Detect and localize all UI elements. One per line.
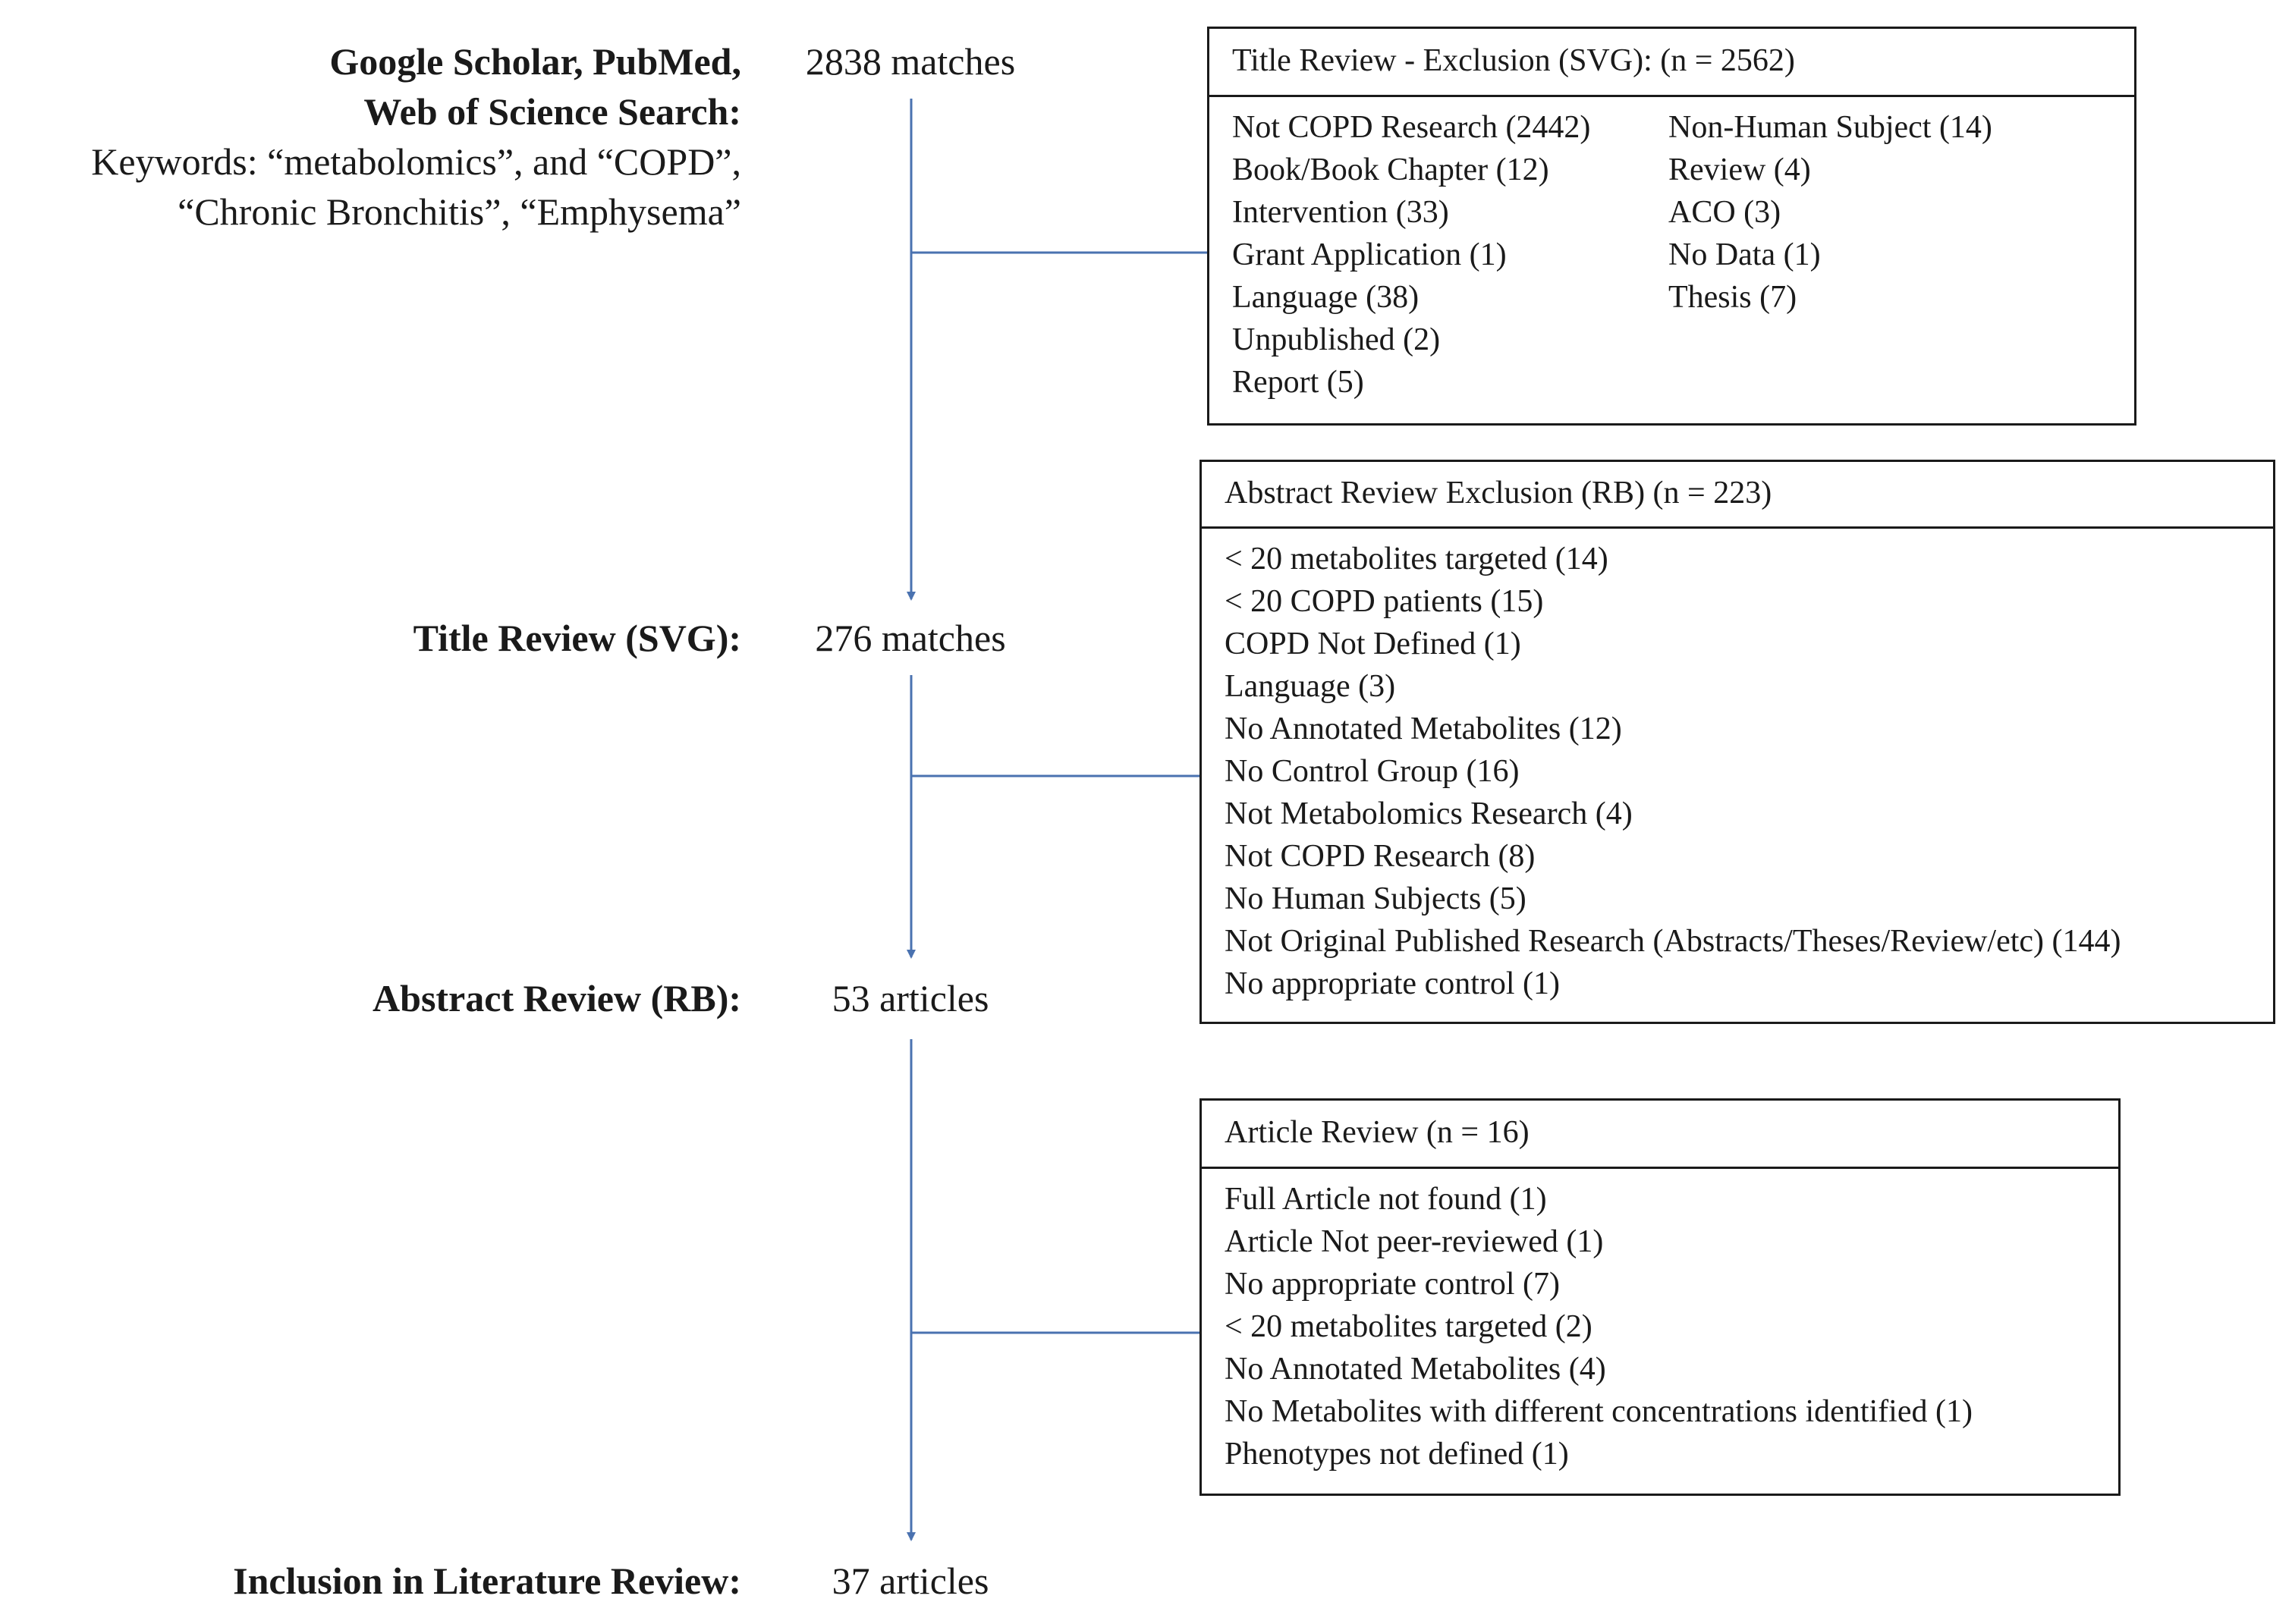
abstract-exclusion-header: Abstract Review Exclusion (RB) (n = 223) bbox=[1202, 462, 2273, 529]
exclusion-reason: Language (38) bbox=[1232, 280, 1420, 315]
exclusion-reason: Full Article not found (1) bbox=[1225, 1182, 1547, 1217]
inclusion-count: 37 articles bbox=[832, 1560, 989, 1602]
inclusion-label: Inclusion in Literature Review: bbox=[233, 1560, 741, 1602]
exclusion-reason: Not COPD Research (8) bbox=[1225, 839, 1536, 874]
exclusion-reason: Language (3) bbox=[1225, 669, 1396, 704]
exclusion-reason: Report (5) bbox=[1232, 365, 1364, 400]
exclusion-reason: No Annotated Metabolites (4) bbox=[1225, 1352, 1606, 1387]
article-exclusion-body: Full Article not found (1) Article Not p… bbox=[1202, 1169, 2118, 1475]
title-exclusion-box: Title Review - Exclusion (SVG): (n = 256… bbox=[1207, 27, 2136, 426]
abstract-exclusion-box: Abstract Review Exclusion (RB) (n = 223)… bbox=[1199, 460, 2275, 1024]
exclusion-reason: No appropriate control (1) bbox=[1225, 966, 1561, 1001]
exclusion-reason: Unpublished (2) bbox=[1232, 322, 1441, 357]
exclusion-reason: Non-Human Subject (14) bbox=[1668, 110, 1992, 145]
abstract-exclusion-list: < 20 metabolites targeted (14) < 20 COPD… bbox=[1225, 538, 2273, 1005]
exclusion-reason: Not Metabolomics Research (4) bbox=[1225, 796, 1633, 831]
title-exclusion-body: Not COPD Research (2442) Book/Book Chapt… bbox=[1209, 97, 2134, 404]
exclusion-reason: < 20 COPD patients (15) bbox=[1225, 584, 1544, 619]
exclusion-reason: No Data (1) bbox=[1668, 237, 1821, 272]
exclusion-reason: Review (4) bbox=[1668, 152, 1811, 187]
search-stage-label: Google Scholar, PubMed, Web of Science S… bbox=[91, 36, 741, 237]
abstract-review-label: Abstract Review (RB): bbox=[373, 977, 741, 1019]
exclusion-reason: Not COPD Research (2442) bbox=[1232, 110, 1591, 145]
article-exclusion-box: Article Review (n = 16) Full Article not… bbox=[1199, 1098, 2121, 1496]
search-label-line-1: Google Scholar, PubMed, bbox=[329, 40, 741, 83]
exclusion-reason: ACO (3) bbox=[1668, 195, 1781, 230]
title-exclusion-column-left: Not COPD Research (2442) Book/Book Chapt… bbox=[1232, 106, 1668, 404]
keywords-line-1: Keywords: “metabolomics”, and “COPD”, bbox=[91, 140, 741, 183]
exclusion-reason: Not Original Published Research (Abstrac… bbox=[1225, 924, 2121, 959]
exclusion-reason: No Metabolites with different concentrat… bbox=[1225, 1394, 1973, 1429]
exclusion-reason: No Annotated Metabolites (12) bbox=[1225, 711, 1622, 746]
search-label-line-2: Web of Science Search: bbox=[363, 90, 741, 133]
exclusion-reason: < 20 metabolites targeted (14) bbox=[1225, 542, 1608, 576]
exclusion-reason: Intervention (33) bbox=[1232, 195, 1449, 230]
exclusion-reason: Grant Application (1) bbox=[1232, 237, 1507, 272]
article-exclusion-list: Full Article not found (1) Article Not p… bbox=[1225, 1178, 2118, 1475]
exclusion-reason: COPD Not Defined (1) bbox=[1225, 627, 1521, 661]
exclusion-reason: Book/Book Chapter (12) bbox=[1232, 152, 1549, 187]
title-review-label: Title Review (SVG): bbox=[413, 617, 741, 659]
search-match-count: 2838 matches bbox=[805, 40, 1016, 83]
exclusion-reason: Phenotypes not defined (1) bbox=[1225, 1437, 1569, 1472]
flow-arrows bbox=[907, 99, 1207, 1541]
exclusion-reason: No Human Subjects (5) bbox=[1225, 881, 1526, 916]
exclusion-reason: No appropriate control (7) bbox=[1225, 1267, 1561, 1302]
keywords-line-2: “Chronic Bronchitis”, “Emphysema” bbox=[178, 190, 741, 233]
abstract-exclusion-body: < 20 metabolites targeted (14) < 20 COPD… bbox=[1202, 529, 2273, 1005]
exclusion-reason: Thesis (7) bbox=[1668, 280, 1797, 315]
title-review-count: 276 matches bbox=[815, 617, 1006, 659]
exclusion-reason: < 20 metabolites targeted (2) bbox=[1225, 1309, 1592, 1344]
title-exclusion-header: Title Review - Exclusion (SVG): (n = 256… bbox=[1209, 29, 2134, 97]
exclusion-reason: Article Not peer-reviewed (1) bbox=[1225, 1224, 1604, 1259]
article-exclusion-header: Article Review (n = 16) bbox=[1202, 1101, 2118, 1169]
abstract-review-count: 53 articles bbox=[832, 977, 989, 1019]
exclusion-reason: No Control Group (16) bbox=[1225, 754, 1520, 789]
title-exclusion-column-right: Non-Human Subject (14) Review (4) ACO (3… bbox=[1668, 106, 1992, 404]
